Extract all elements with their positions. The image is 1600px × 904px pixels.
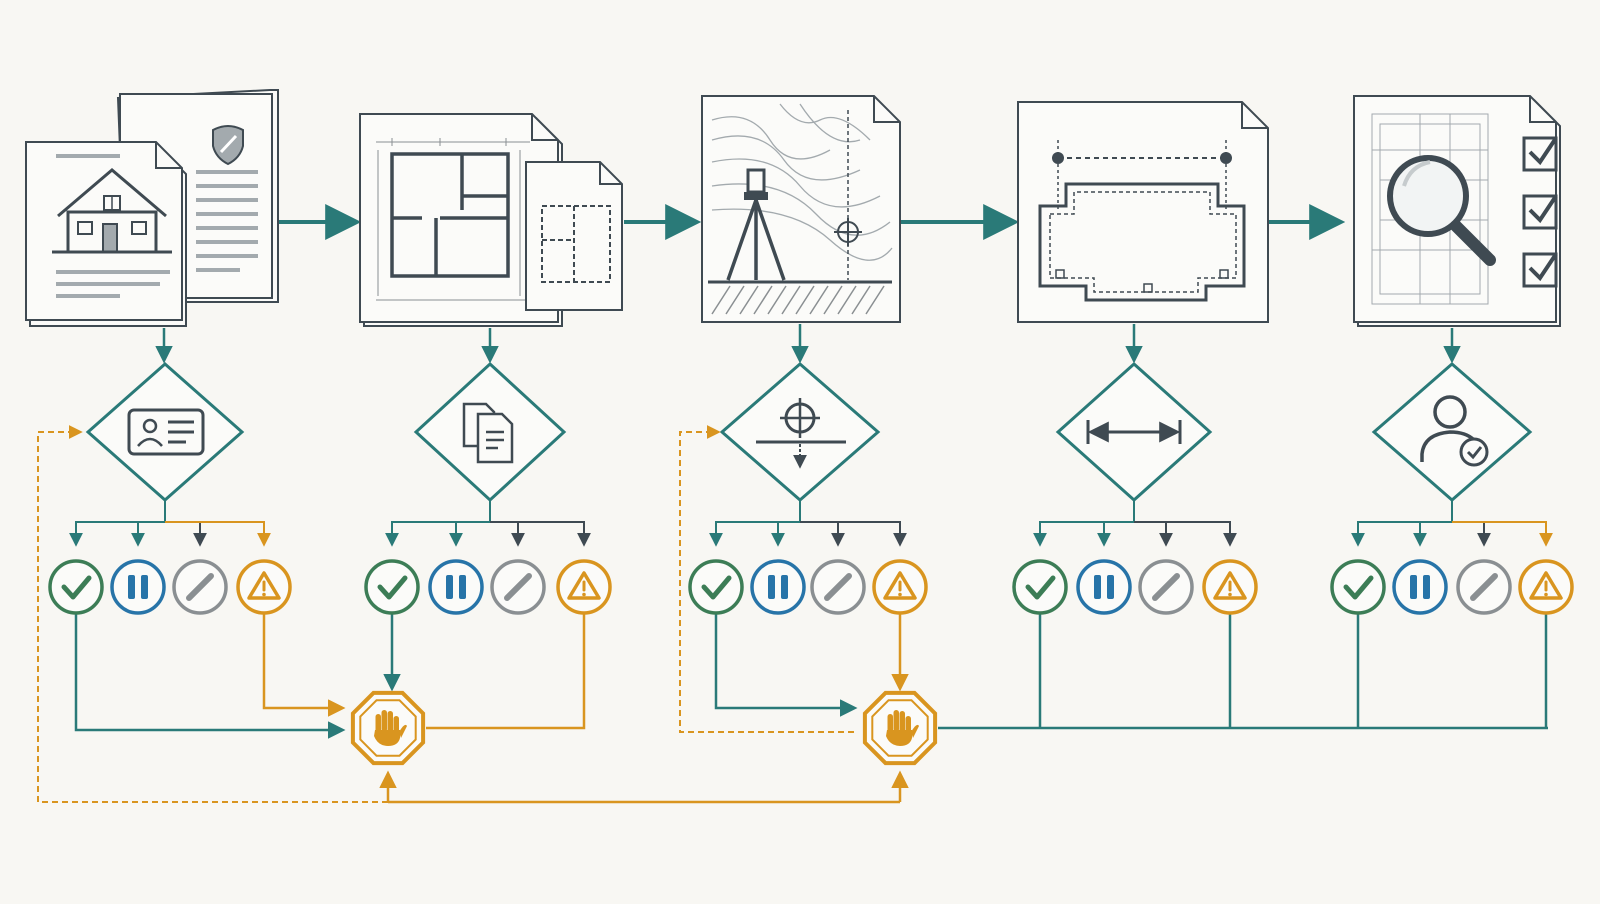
cancelled-slash-icon <box>1138 559 1194 615</box>
cancelled-slash-icon <box>172 559 228 615</box>
paused-icon <box>1392 559 1448 615</box>
warning-icon <box>1202 559 1258 615</box>
outline-plan-icon <box>1017 101 1269 323</box>
warning-icon <box>556 559 612 615</box>
paused-icon <box>750 559 806 615</box>
user-verified-icon <box>1420 395 1489 467</box>
branch-connectors <box>69 500 1553 547</box>
stop-hand-icon <box>886 710 919 746</box>
paused-icon <box>428 559 484 615</box>
survey-tripod-icon <box>701 95 901 323</box>
approved-check-icon <box>1012 559 1068 615</box>
crosshair-level-icon <box>756 398 846 469</box>
outcome-icons <box>48 559 1574 615</box>
check-diamonds <box>85 361 1533 503</box>
warning-icon <box>872 559 928 615</box>
documents-icon <box>462 402 514 464</box>
feedback-loop-1 <box>37 425 388 803</box>
cancelled-slash-icon <box>1456 559 1512 615</box>
paused-icon <box>110 559 166 615</box>
stop-hand-icon <box>374 710 407 746</box>
hold-gate-1 <box>350 690 426 766</box>
paused-icon <box>1076 559 1132 615</box>
feedback-loops <box>37 425 854 803</box>
feedback-loop-2 <box>679 425 854 733</box>
hold-gates <box>350 690 938 766</box>
approved-check-icon <box>48 559 104 615</box>
doc-to-check-connectors <box>155 324 1461 364</box>
warning-icon <box>236 559 292 615</box>
approved-check-icon <box>688 559 744 615</box>
id-card-icon <box>127 408 205 456</box>
gate-flow-lines <box>74 614 1548 804</box>
hold-gate-2 <box>862 690 938 766</box>
measurement-icon <box>1086 420 1182 444</box>
floor-plan-icon <box>359 113 623 327</box>
inspection-icon <box>1353 95 1561 327</box>
house-document-icon <box>25 89 279 327</box>
checklist-icon <box>1522 136 1558 288</box>
cancelled-slash-icon <box>490 559 546 615</box>
cancelled-slash-icon <box>810 559 866 615</box>
warning-icon <box>1518 559 1574 615</box>
approved-check-icon <box>364 559 420 615</box>
approved-check-icon <box>1330 559 1386 615</box>
